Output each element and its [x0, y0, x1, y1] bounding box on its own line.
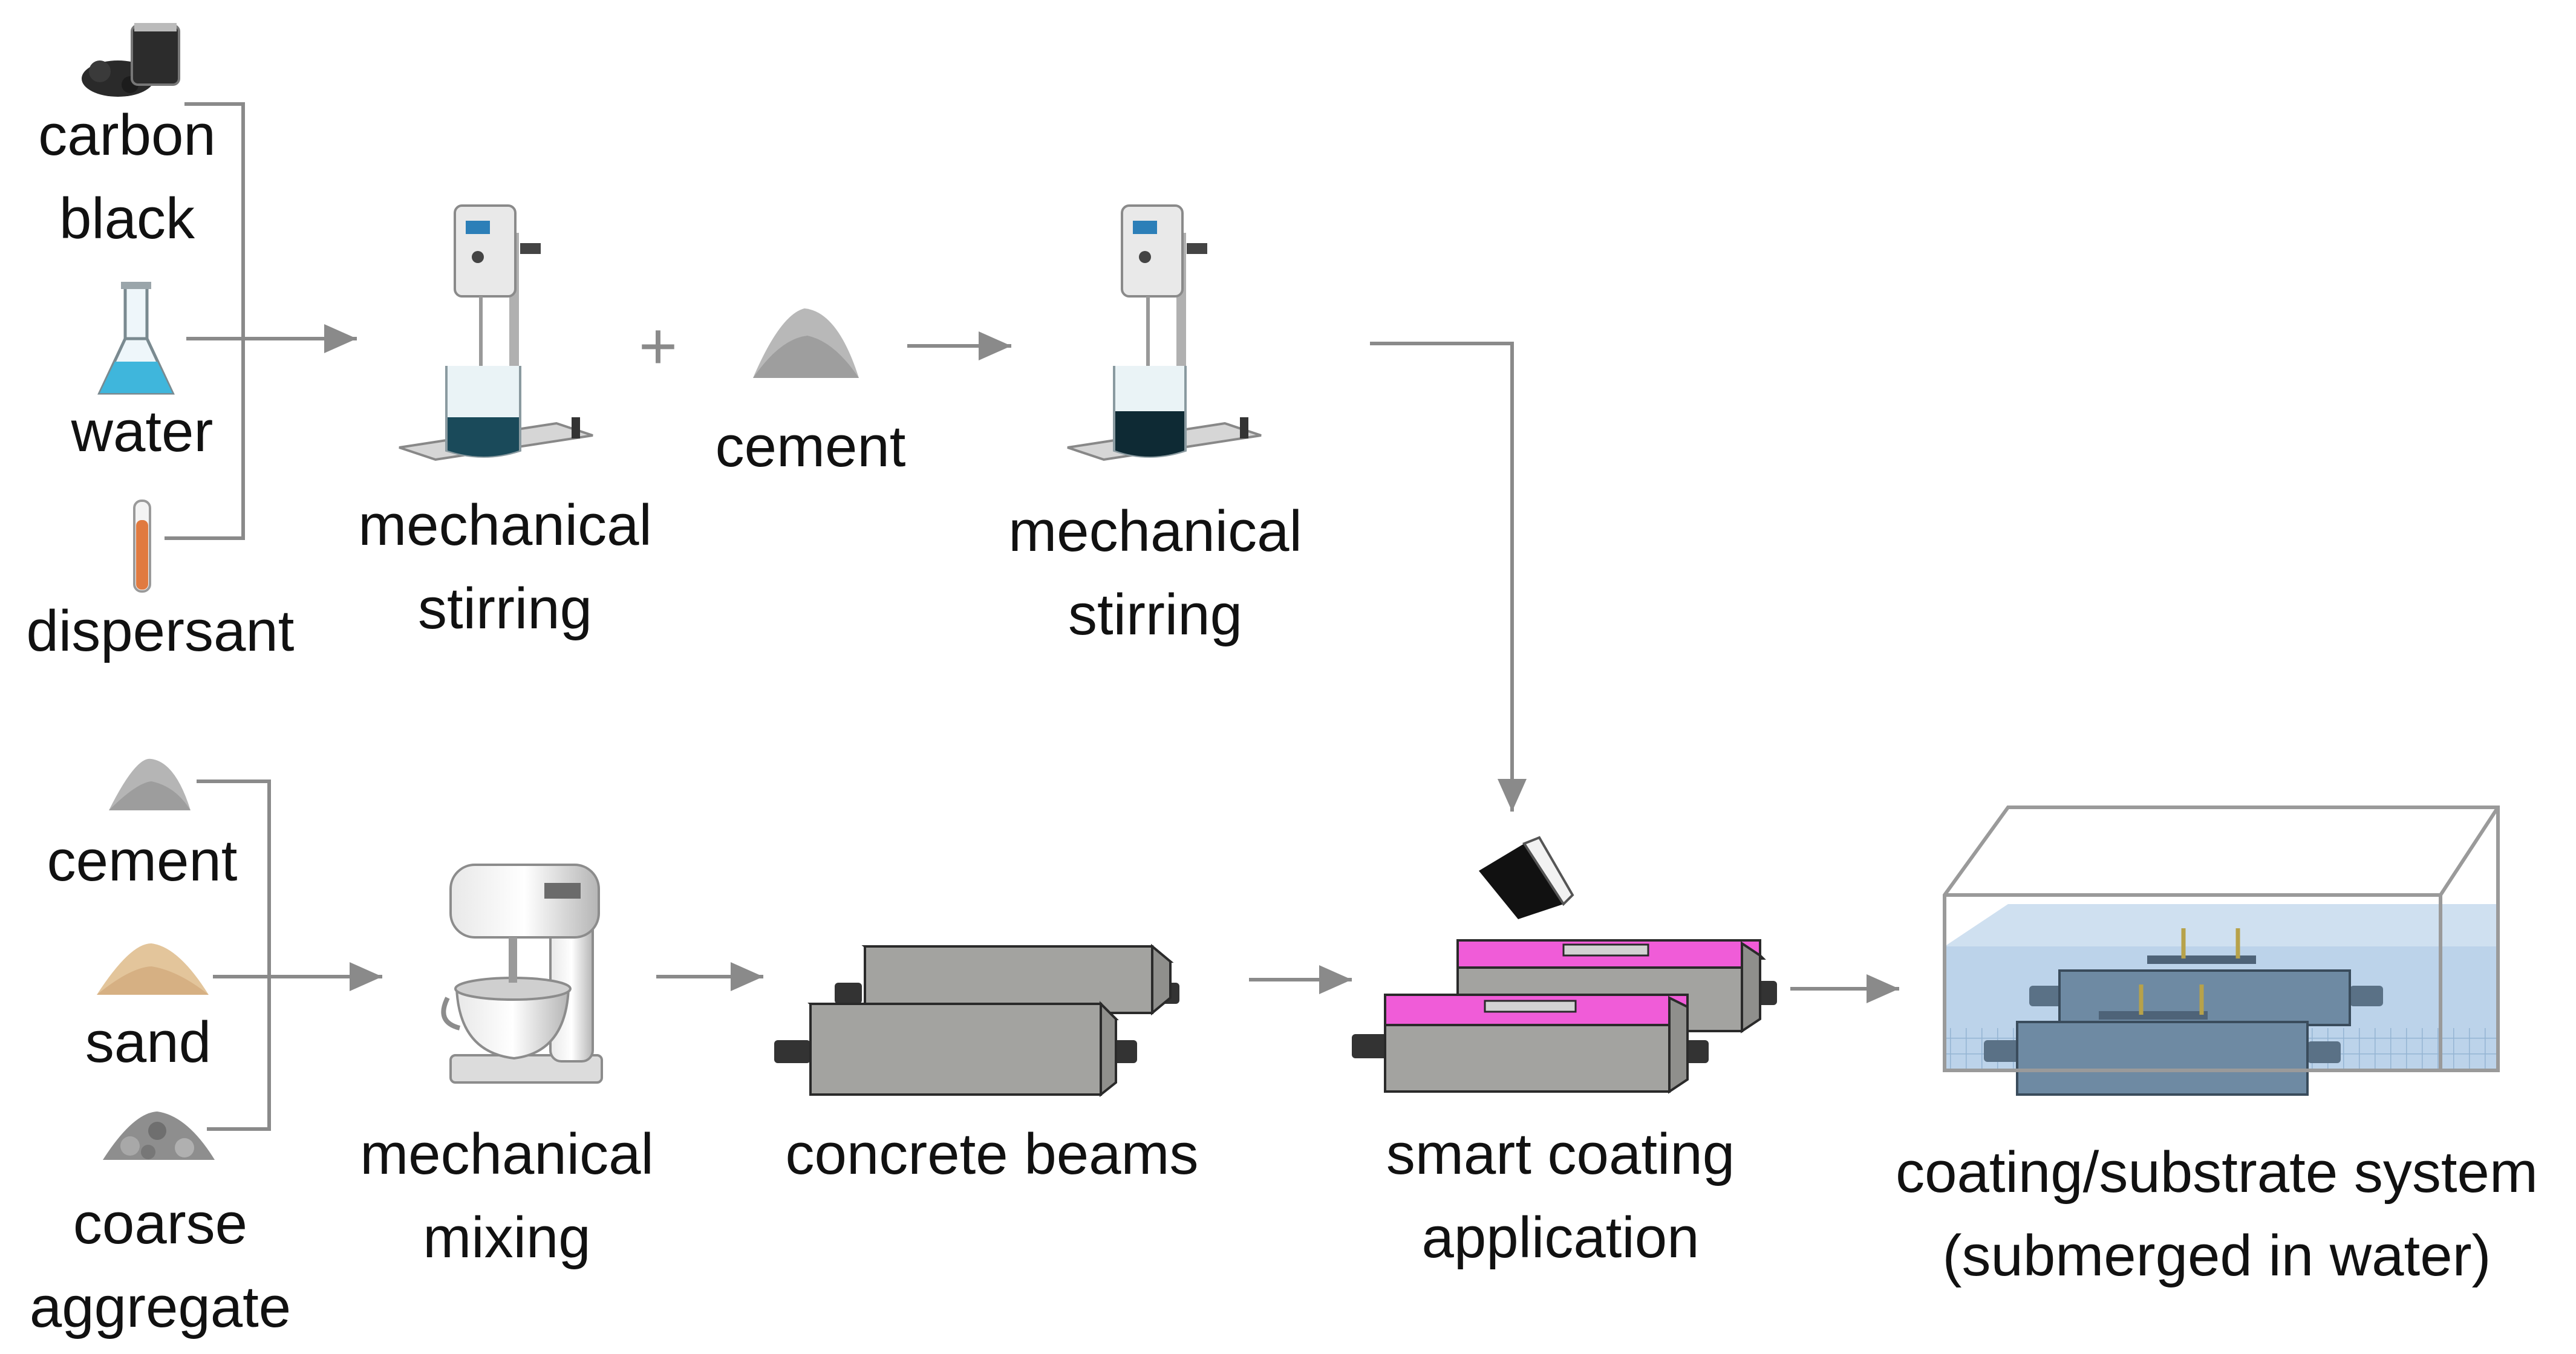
label-carbon-black: carbon black [38, 103, 216, 251]
label-coating-substrate-system: coating/substrate system (submerged in w… [1896, 1140, 2538, 1288]
label-cement-bottom: cement [47, 828, 238, 893]
label-cement-top: cement [715, 414, 906, 479]
cement-pile-icon [753, 308, 859, 378]
coarse-aggregate-icon [103, 1112, 215, 1160]
concrete-beam-back [835, 943, 1179, 1016]
dispersant-tube-icon [133, 500, 151, 593]
cement-small-pile-icon [109, 758, 191, 810]
label-dispersant: dispersant [26, 599, 295, 663]
stand-mixer-icon [441, 864, 603, 1084]
label-water: water [71, 399, 214, 464]
label-mechanical-mixing: mechanical mixing [360, 1122, 654, 1270]
plus-sign: + [639, 309, 677, 383]
coated-beams-icon [1352, 939, 1777, 1094]
label-concrete-beams: concrete beams [785, 1122, 1199, 1186]
label-mechanical-stirring-2: mechanical stirring [1008, 499, 1302, 647]
carbon-black-icon [82, 23, 180, 97]
mechanical-stirrer-1-icon [399, 204, 593, 461]
concrete-beam-front [774, 1001, 1137, 1098]
submerged-beam-front [1984, 985, 2341, 1096]
mechanical-stirrer-2-icon [1067, 204, 1262, 461]
concrete-beams-icon [774, 943, 1179, 1098]
water-tank-icon [1943, 806, 2500, 1096]
label-mechanical-stirring-1: mechanical stirring [358, 493, 652, 641]
label-smart-coating-application: smart coating application [1386, 1122, 1735, 1270]
label-coarse-aggregate: coarse aggregate [29, 1191, 292, 1339]
pouring-cup-icon [1479, 836, 1574, 919]
ingredients-bottom-bracket [197, 780, 382, 1131]
coated-beam-front [1352, 994, 1709, 1094]
label-sand: sand [85, 1010, 212, 1075]
water-flask-icon [97, 282, 175, 395]
ingredients-top-bracket [165, 102, 357, 540]
arrow-stirring-to-coating [1370, 342, 1527, 812]
sand-pile-icon [97, 943, 209, 995]
